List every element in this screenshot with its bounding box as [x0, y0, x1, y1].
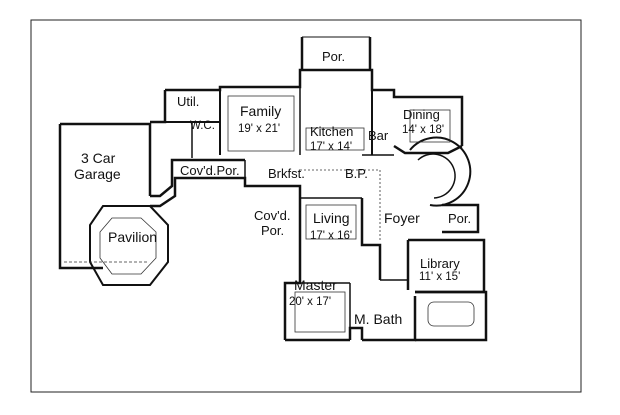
fixture-details — [64, 95, 475, 333]
sheet-border — [30, 19, 582, 393]
garage-label-line2: Garage — [74, 166, 121, 182]
living-label: Living — [313, 210, 350, 226]
master-size: 20' x 17' — [289, 296, 332, 308]
library-label: Library — [420, 256, 460, 271]
wc-label: W.C. — [190, 120, 215, 132]
living-size: 17' x 16' — [310, 230, 353, 242]
brkfst-label: Brkfst. — [268, 166, 305, 181]
bp-label: B.P. — [345, 166, 368, 181]
dining-size: 14' x 18' — [402, 124, 445, 136]
kitchen-label: Kitchen — [310, 124, 354, 139]
covd-porch-left-label: Cov'd.Por. — [180, 163, 240, 178]
master-bath-label: M. Bath — [354, 311, 403, 327]
bar-label: Bar — [368, 128, 389, 143]
pavilion-label: Pavilion — [108, 229, 158, 245]
porch-right-label: Por. — [448, 211, 472, 226]
porch-top-label: Por. — [322, 49, 346, 64]
foyer-label: Foyer — [384, 210, 420, 226]
family-size: 19' x 21' — [238, 123, 281, 135]
covd-porch-mid-line2: Por. — [261, 223, 285, 238]
library-size: 11' x 15' — [419, 271, 461, 283]
family-label: Family — [240, 103, 282, 119]
dining-label: Dining — [403, 107, 440, 122]
kitchen-size: 17' x 14' — [310, 141, 353, 153]
util-label: Util. — [177, 94, 200, 109]
covd-porch-mid-line1: Cov'd. — [254, 208, 291, 223]
walls — [58, 36, 488, 342]
master-label: Master — [294, 277, 337, 293]
garage-label-line1: 3 Car — [81, 150, 116, 166]
